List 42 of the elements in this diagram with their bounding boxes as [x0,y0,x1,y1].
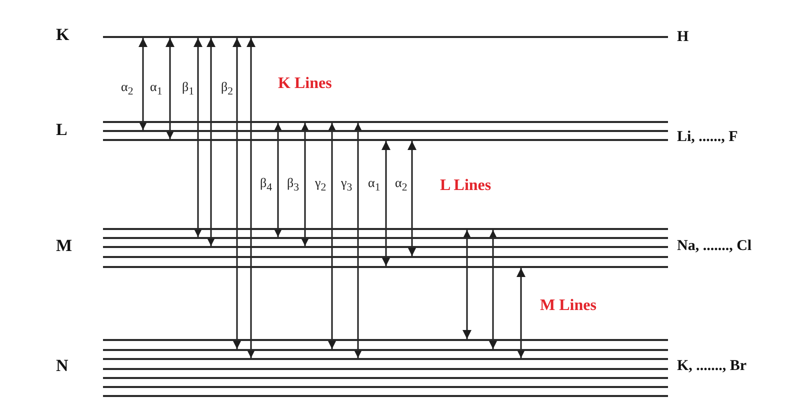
shell-label: K [56,25,70,45]
shell-label: L [56,120,68,140]
energy-level-line [103,130,668,132]
double-arrow [300,123,310,246]
double-arrow [354,123,362,358]
energy-level-line [103,339,668,341]
element-range-label: K, ......., Br [677,357,747,376]
element-range-label: H [677,28,689,47]
double-arrow [516,268,526,358]
double-arrow [328,123,336,349]
element-range-label: Li, ......, F [677,128,738,147]
shell-label: M [56,236,72,256]
double-arrow [246,38,256,358]
energy-level-line [103,358,668,360]
double-arrow [206,38,216,246]
energy-level-line [103,395,668,397]
energy-level-line [103,246,668,248]
double-arrow [166,38,174,139]
double-arrow [194,38,202,237]
double-arrow [138,38,148,130]
energy-level-line [103,386,668,388]
series-label: K Lines [278,74,332,94]
shell-label: N [56,356,68,376]
energy-level-line [103,349,668,351]
energy-level-line [103,228,668,230]
double-arrow [462,230,472,339]
double-arrow [274,123,282,237]
double-arrow [232,38,242,349]
double-arrow [408,141,416,256]
element-range-label: Na, ......., Cl [677,237,752,256]
double-arrow [382,141,390,266]
energy-level-line [103,256,668,258]
energy-level-line [103,139,668,141]
series-label: L Lines [440,176,492,196]
energy-level-line [103,237,668,239]
energy-level-line [103,36,668,38]
energy-level-line [103,266,668,268]
energy-level-line [103,368,668,370]
series-label: M Lines [540,296,596,316]
energy-level-line [103,377,668,379]
double-arrow [488,230,498,349]
energy-level-line [103,121,668,123]
